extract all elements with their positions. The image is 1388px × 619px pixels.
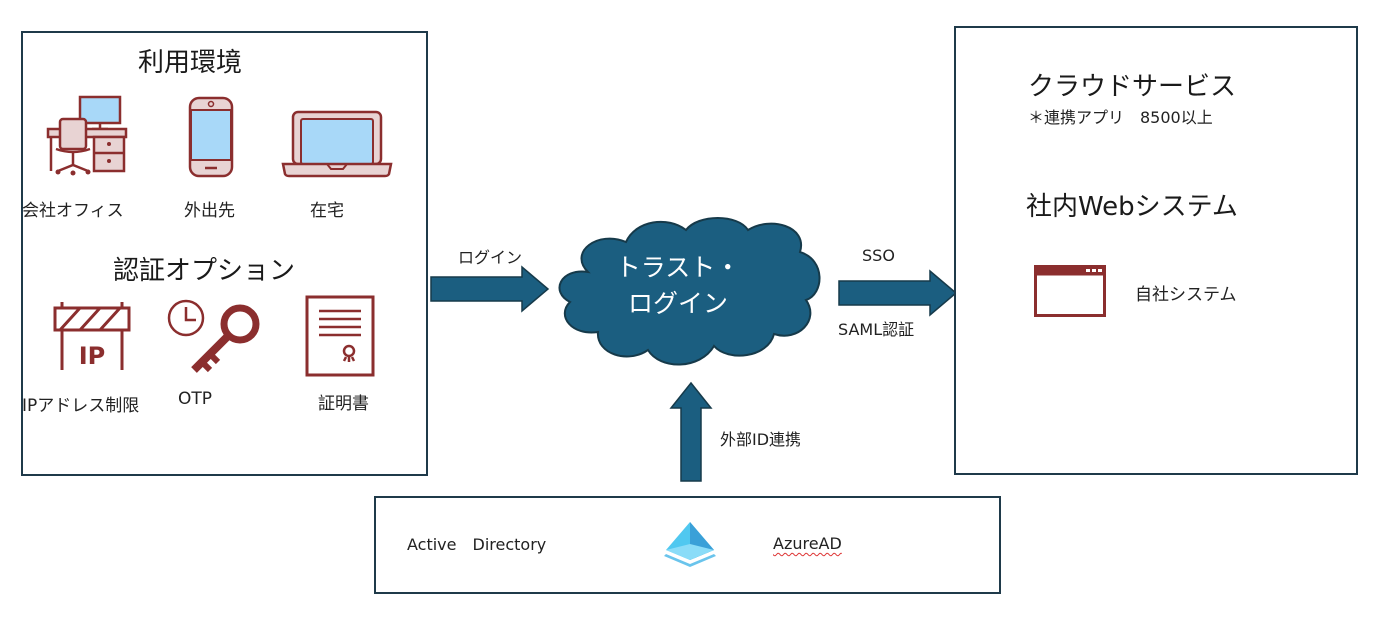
env-item-outside-label: 外出先 [184,201,235,221]
login-label: ログイン [458,248,523,267]
cloud-label-line1: トラスト・ [615,253,741,282]
active-directory-label: Active Directory [407,535,547,554]
own-system-label: 自社システム [1135,285,1237,305]
external-id-arrow-icon [669,381,713,482]
cloud-service-note: ＊連携アプリ 8500以上 [1028,108,1213,127]
certificate-icon [305,295,375,377]
external-id-label: 外部ID連携 [720,430,802,449]
sso-arrow-icon [838,269,958,317]
internal-web-title: 社内Webシステム [1026,192,1238,222]
login-arrow-icon [430,265,550,313]
clock-key-icon [167,299,260,373]
env-title: 利用環境 [138,48,243,78]
services-panel [954,26,1358,475]
browser-window-icon [1034,265,1106,317]
auth-item-ip-label: IPアドレス制限 [22,396,140,416]
azure-ad-pyramid-icon [664,522,716,567]
auth-item-cert-label: 証明書 [318,394,369,414]
laptop-icon [281,110,393,178]
trust-login-cloud-icon [558,217,821,366]
auth-item-otp-label: OTP [178,389,213,409]
sso-label: SSO [862,246,895,265]
cloud-label-line2: ログイン [627,289,728,318]
smartphone-icon [188,96,234,178]
saml-label: SAML認証 [838,320,915,339]
cloud-label: トラスト・ ログイン [568,250,788,322]
ip-barrier-icon: IP [53,302,131,370]
auth-options-title: 認証オプション [113,256,296,286]
azure-ad-label: AzureAD [773,534,842,553]
env-item-office-label: 会社オフィス [22,201,124,221]
cloud-service-title: クラウドサービス [1028,72,1237,102]
env-item-home-label: 在宅 [310,201,344,221]
office-desk-icon [46,95,128,176]
svg-text:IP: IP [79,342,106,370]
